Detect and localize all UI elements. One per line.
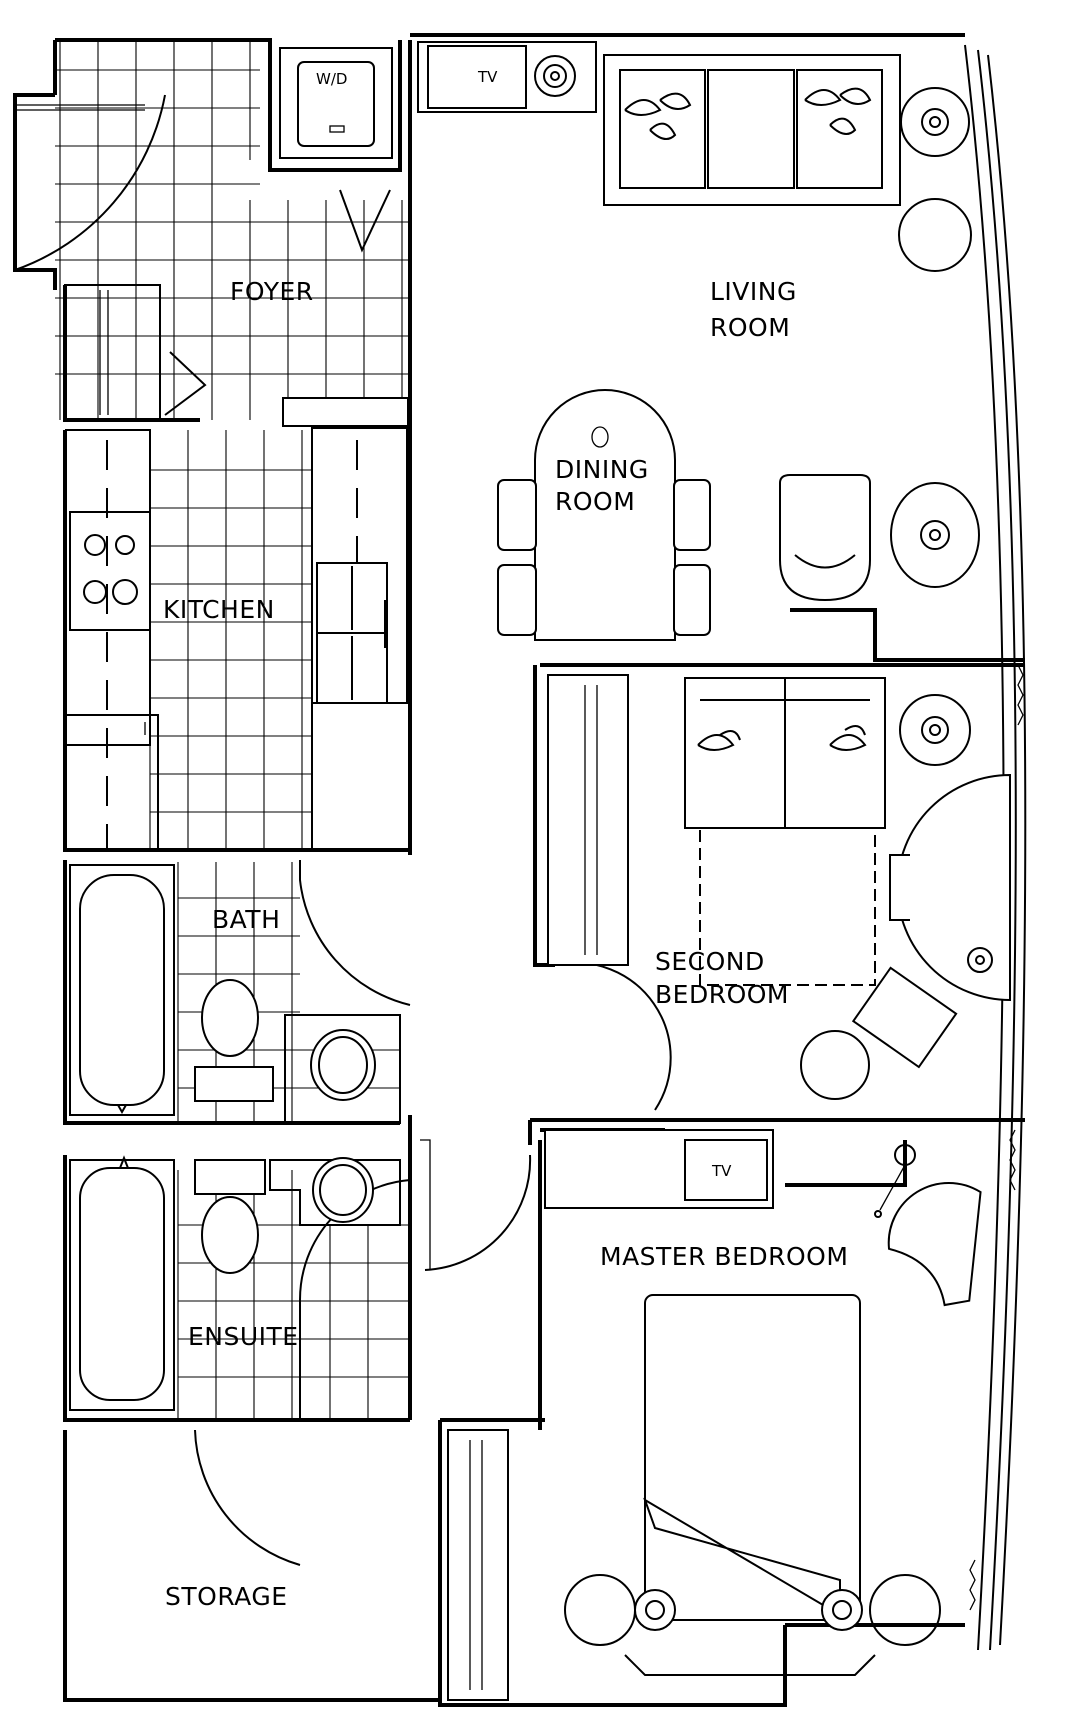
storage-label: STORAGE xyxy=(165,1582,288,1611)
kitchen-counter xyxy=(65,429,159,850)
ensuite-tiles xyxy=(177,1170,410,1420)
dining-table xyxy=(497,389,711,641)
living-room-label-line2: ROOM xyxy=(710,313,790,342)
living-tv-console: TV xyxy=(417,41,597,113)
kitchen-tiles xyxy=(149,430,312,850)
tv-living-label: TV xyxy=(477,68,498,86)
living-side-tables xyxy=(890,87,980,588)
dining-room-label-line1: DINING xyxy=(555,455,649,484)
bath-label: BATH xyxy=(212,905,280,934)
sofa-bed xyxy=(684,677,886,986)
foyer-tiles xyxy=(55,40,410,420)
storage-shelving xyxy=(447,1429,509,1701)
ensuite-label: ENSUITE xyxy=(188,1322,299,1351)
dining-room-label-line2: ROOM xyxy=(555,487,635,516)
second-bedroom-closet xyxy=(547,674,629,966)
foyer-label: FOYER xyxy=(230,277,314,306)
second-bedroom-label-line1: SECOND xyxy=(655,947,765,976)
second-bedroom-label-line2: BEDROOM xyxy=(655,980,789,1009)
tv-master-label: TV xyxy=(711,1162,732,1180)
kitchen-counter-right xyxy=(282,397,409,850)
ensuite-fixtures xyxy=(69,1155,401,1411)
master-bed xyxy=(564,1294,941,1676)
living-armchair xyxy=(779,474,871,602)
living-room-label-line1: LIVING xyxy=(710,277,797,306)
kitchen-label: KITCHEN xyxy=(163,595,275,624)
walls xyxy=(13,33,1027,1707)
master-bedroom-label: MASTER BEDROOM xyxy=(600,1242,848,1271)
window-curtains xyxy=(969,664,1024,1611)
master-armchair xyxy=(874,1144,982,1307)
second-bedroom-desk xyxy=(800,694,1011,1100)
foyer-closet xyxy=(64,284,161,421)
washer-dryer: W/D xyxy=(279,47,393,159)
master-dresser: TV xyxy=(544,1129,774,1209)
washer-dryer-label: W/D xyxy=(316,70,347,88)
living-sofa xyxy=(603,54,901,206)
bath-fixtures xyxy=(69,864,401,1124)
